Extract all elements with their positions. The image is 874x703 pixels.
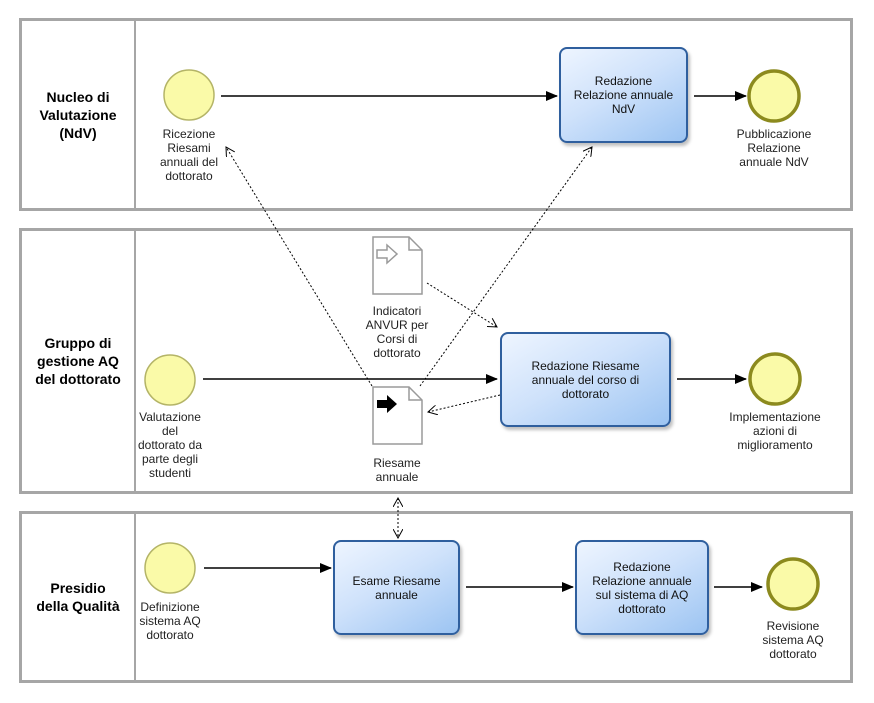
start-event-valutazione — [144, 354, 196, 406]
data-object-indicatori — [372, 236, 423, 295]
end-event-pubblicazione — [747, 69, 801, 123]
lane-header-gruppo: Gruppo di gestione AQ del dottorato — [22, 231, 136, 491]
data-object-riesame-annuale — [372, 386, 423, 445]
input-arrow-icon — [376, 243, 399, 265]
task-redazione-riesame[interactable]: Redazione Riesame annuale del corso di d… — [500, 332, 671, 427]
label-valutazione: Valutazione del dottorato da parte degli… — [137, 410, 203, 480]
end-event-implementazione — [748, 352, 802, 406]
task-label-redazione-riesame: Redazione Riesame annuale del corso di d… — [531, 358, 640, 401]
label-definizione: Definizione sistema AQ dottorato — [139, 600, 201, 642]
task-redazione-relazione-ndv[interactable]: Redazione Relazione annuale NdV — [559, 47, 688, 143]
association-riesame-to-ricezione — [226, 147, 373, 387]
start-event-definizione — [144, 542, 196, 594]
end-event-revisione — [766, 557, 820, 611]
association-indicatori-to-redazione-riesame — [426, 282, 497, 327]
lane-header-presidio: Presidio della Qualità — [22, 514, 136, 680]
label-ricezione: Ricezione Riesami annuali del dottorato — [159, 127, 219, 183]
task-label-esame-riesame: Esame Riesame annuale — [352, 573, 441, 602]
lane-title-presidio: Presidio della Qualità — [36, 580, 120, 614]
task-esame-riesame[interactable]: Esame Riesame annuale — [333, 540, 460, 635]
association-redazione-riesame-to-riesame — [428, 394, 501, 412]
lane-header-ndv: Nucleo di Valutazione (NdV) — [22, 21, 136, 208]
lane-nucleo-di-valutazione: Nucleo di Valutazione (NdV) — [19, 18, 853, 211]
association-riesame-to-redazione-ndv — [419, 147, 592, 387]
lane-title-gruppo: Gruppo di gestione AQ del dottorato — [35, 335, 121, 387]
task-label-redazione-sistema: Redazione Relazione annuale sul sistema … — [592, 559, 692, 616]
lane-title-ndv: Nucleo di Valutazione (NdV) — [39, 88, 117, 141]
task-label-redazione-ndv: Redazione Relazione annuale NdV — [573, 74, 674, 116]
label-riesame-annuale: Riesame annuale — [373, 456, 421, 484]
label-pubblicazione: Pubblicazione Relazione annuale NdV — [736, 127, 812, 169]
label-revisione: Revisione sistema AQ dottorato — [762, 619, 824, 661]
label-indicatori: Indicatori ANVUR per Corsi di dottorato — [365, 304, 429, 360]
output-arrow-icon — [377, 395, 397, 413]
label-implementazione: Implementazione azioni di miglioramento — [729, 410, 821, 452]
task-redazione-relazione-sistema-aq[interactable]: Redazione Relazione annuale sul sistema … — [575, 540, 709, 635]
start-event-ricezione — [163, 69, 215, 121]
